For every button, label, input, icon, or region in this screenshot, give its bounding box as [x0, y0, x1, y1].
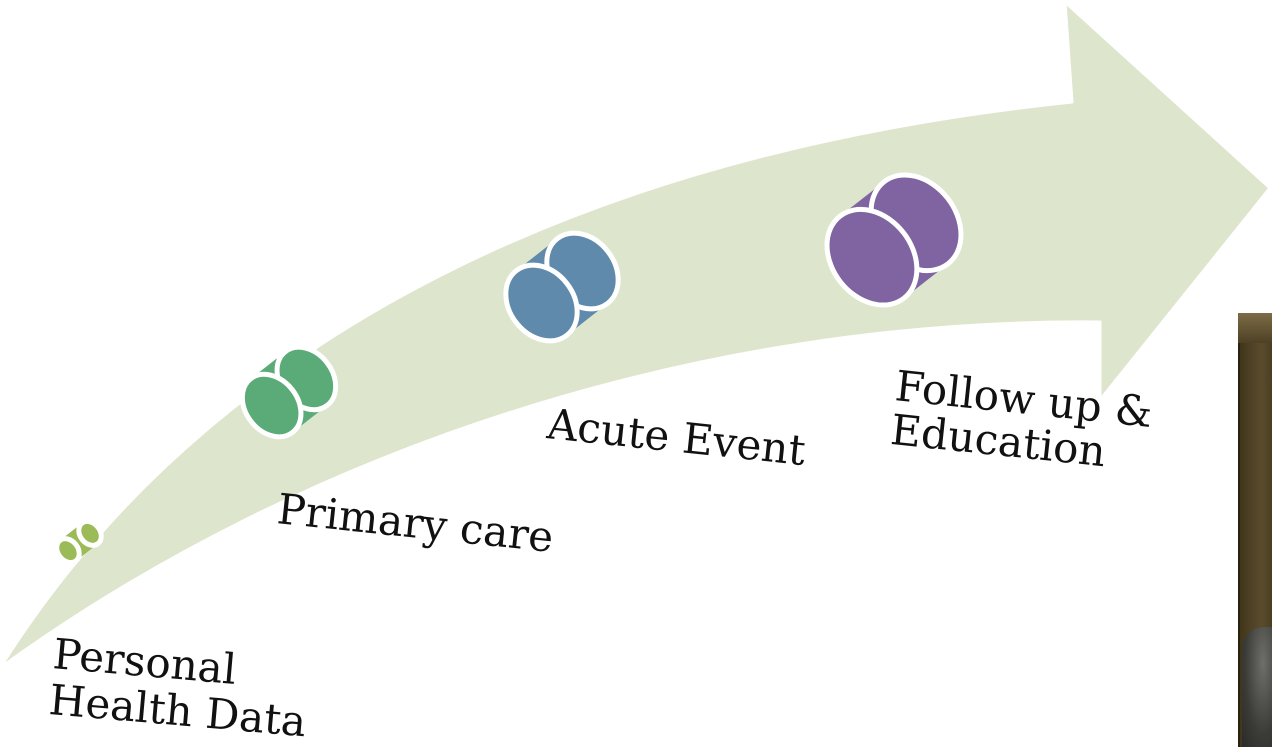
step-label-acute-event: Acute Event: [544, 399, 808, 475]
photo-figure: [1242, 627, 1272, 747]
step-follow-up-education: Follow up & Education: [824, 172, 1168, 482]
step-label-follow-up-education: Follow up & Education: [888, 361, 1168, 482]
photo-sheen: [1238, 313, 1272, 343]
cylinder-icon: [239, 344, 339, 440]
curved-arrow: [0, 0, 1272, 670]
cylinder-icon: [503, 230, 621, 344]
cylinder-icon: [54, 518, 104, 566]
photo-fragment: [1238, 313, 1272, 747]
cylinder-icon: [824, 172, 964, 308]
label-line: Health Data: [47, 675, 308, 746]
label-line: Primary care: [275, 484, 556, 562]
label-line: Acute Event: [544, 399, 808, 475]
step-label-personal-health-data: Personal Health Data: [47, 629, 312, 746]
step-label-primary-care: Primary care: [275, 484, 556, 562]
